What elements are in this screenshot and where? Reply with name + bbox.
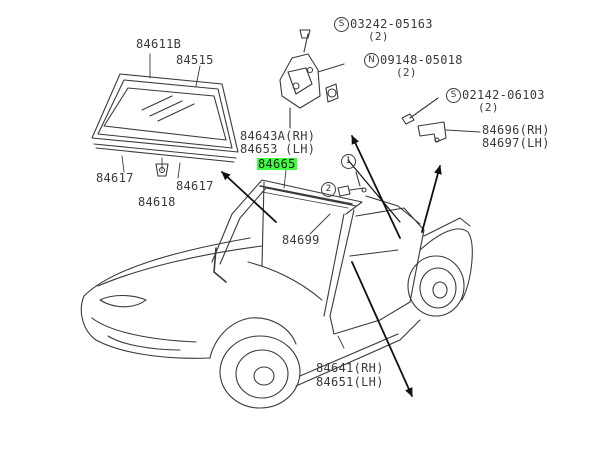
fastener-qty-09148: (2) xyxy=(396,66,417,79)
callout-84617-right: 84617 xyxy=(176,179,214,193)
bracket-84643a xyxy=(279,29,345,129)
callout-84696: 84696(RH) xyxy=(482,123,550,137)
callout-84618: 84618 xyxy=(138,195,176,209)
clip-84618 xyxy=(155,163,169,177)
fastener-part-02142: 02142-06103 xyxy=(462,88,545,102)
callout-84617-left: 84617 xyxy=(96,171,134,185)
ref-marker-1: 1 xyxy=(341,154,356,169)
fastener-qty-03242: (2) xyxy=(368,30,389,43)
fastener-qty-02142: (2) xyxy=(478,101,499,114)
car-leaders xyxy=(283,169,345,349)
callout-84653: 84653 (LH) xyxy=(240,142,316,156)
callout-84611b: 84611B xyxy=(136,37,182,51)
callout-84641: 84641(RH) xyxy=(316,361,384,375)
car-body xyxy=(80,179,473,409)
screw-symbol-s-2: S xyxy=(446,88,461,103)
explode-arrows xyxy=(221,135,442,397)
screw-ref2 xyxy=(337,171,367,197)
bracket-84696 xyxy=(401,97,481,143)
fastener-part-09148: 09148-05018 xyxy=(380,53,463,67)
screw-symbol-s: S xyxy=(334,17,349,32)
callout-84665: 84665 xyxy=(257,157,297,171)
ref-marker-2: 2 xyxy=(321,182,336,197)
callout-84699: 84699 xyxy=(282,233,320,247)
callout-84697: 84697(LH) xyxy=(482,136,550,150)
callout-84515: 84515 xyxy=(176,53,214,67)
fastener-part-03242: 03242-05163 xyxy=(350,17,433,31)
windshield-glass xyxy=(91,73,239,163)
callout-84651: 84651(LH) xyxy=(316,375,384,389)
nut-symbol-n: N xyxy=(364,53,379,68)
callout-84643a: 84643A(RH) xyxy=(240,129,316,143)
windshield-leaders xyxy=(121,53,201,179)
